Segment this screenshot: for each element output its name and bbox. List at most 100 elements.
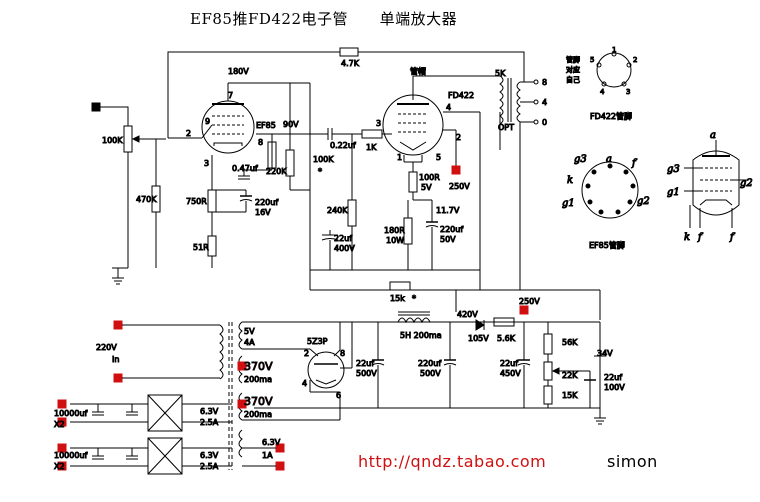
filter-network	[254, 305, 606, 425]
fd422-pinout-4: 4	[600, 88, 605, 96]
r-4.7k-label: 4.7K	[341, 59, 360, 68]
v370a-label: 370V	[244, 360, 273, 373]
c047-label: 0.47uf	[232, 164, 258, 173]
c22-500-label: 22uf	[356, 359, 374, 368]
v5t-label: 5V	[244, 327, 255, 336]
ef85-cathode-network	[207, 169, 272, 268]
heater-v-a: 6.3V	[200, 407, 219, 416]
v5-label: 5V	[421, 183, 432, 192]
schematic-title: EF85推FD422电子管 单端放大器	[190, 10, 458, 28]
ef85-pin9: 9	[205, 117, 210, 126]
c220-50-label: 220uf	[440, 225, 463, 234]
r22k-label: 22K	[562, 371, 578, 380]
r220k-label: 220K	[266, 167, 287, 176]
r180r-label: 180R	[384, 226, 405, 235]
heater-supply	[57, 394, 285, 475]
v220-label: 220V	[96, 343, 117, 352]
r240k-label: 240K	[327, 206, 348, 215]
fd422-pin3: 3	[376, 119, 381, 128]
ef85-tube	[168, 82, 291, 190]
x2-b: X2	[54, 462, 65, 471]
ef85-symbol	[684, 140, 748, 228]
heater-v-c: 6.3V	[262, 438, 281, 447]
opt-label: OPT	[498, 123, 514, 132]
rect-pin8: 8	[340, 349, 345, 358]
rect-pin2: 2	[304, 349, 309, 358]
heater-a-c: 1A	[262, 451, 273, 460]
fd422-pin4: 4	[446, 103, 451, 112]
v420-label: 420V	[457, 310, 478, 319]
x2-a: X2	[54, 420, 65, 429]
tube-cap-label: 管帽	[410, 66, 426, 76]
v180-label: 180V	[228, 67, 249, 76]
output-transformer	[480, 75, 539, 291]
r100k-label: 100K	[313, 155, 334, 164]
r1k-label: 1K	[366, 143, 377, 152]
rectifier-label: 5Z3P	[307, 337, 328, 346]
heater-v-b: 6.3V	[200, 451, 219, 460]
fd422-label: FD422	[448, 91, 474, 100]
ef85-pin-g3: g3	[574, 154, 587, 165]
w10-label: 10W	[386, 236, 404, 245]
opt-tap-4: 4	[542, 98, 547, 107]
rect-pin6: 6	[336, 391, 341, 400]
coupling	[272, 128, 392, 270]
opt-tap-0: 0	[542, 118, 547, 127]
r470k-label: 470K	[136, 195, 157, 204]
v450-label: 450V	[500, 369, 521, 378]
sym-pin-f1: f	[697, 232, 704, 243]
fd422-pinout	[596, 51, 632, 88]
c22-100-label: 22uf	[604, 373, 622, 382]
k5-label: 5K	[495, 69, 506, 78]
v34-label: 34V	[597, 349, 613, 358]
power-transformer	[113, 320, 341, 470]
pinout-note-3: 自己	[566, 75, 580, 84]
c22-450-label: 22uf	[500, 359, 518, 368]
sym-pin-a: a	[710, 130, 716, 141]
v370b-label: 370V	[244, 395, 273, 408]
fd422-pin1: 1	[397, 153, 402, 162]
sym-pin-f2: f	[729, 232, 736, 243]
pinout-note-2: 对应	[566, 65, 580, 74]
v16-label: 16V	[255, 208, 271, 217]
r750-label: 750R	[186, 197, 207, 206]
v500b-label: 500V	[420, 369, 441, 378]
r51-label: 51R	[193, 243, 209, 252]
fd422-pin2: 2	[456, 133, 461, 142]
v117-label: 11.7V	[436, 206, 460, 215]
rectifier-tube	[307, 321, 600, 393]
fd422-tube	[310, 75, 500, 290]
ef85-pin3: 3	[204, 159, 209, 168]
c022-label: 0.22uf	[330, 141, 356, 150]
v105-label: 105V	[468, 334, 489, 343]
input-section	[91, 102, 166, 285]
feedback-line	[167, 47, 525, 138]
ef85-pin-f: f	[631, 158, 638, 169]
v100-label: 100V	[604, 383, 625, 392]
r56k-label: 56K	[562, 338, 578, 347]
fd422-pinout-2: 2	[633, 56, 637, 64]
v250a-label: 250V	[449, 182, 470, 191]
ef85-pin7: 7	[228, 91, 233, 100]
ef85-pin-a: a	[606, 154, 612, 165]
ef85-pin-k: k	[567, 175, 573, 186]
ef85-pinout	[581, 161, 639, 219]
bplus-line	[310, 281, 601, 320]
r100k-in-label: 100K	[102, 136, 123, 145]
r15k-b-label: 15K	[562, 391, 578, 400]
fd422-pin5: 5	[436, 153, 441, 162]
ma200b-label: 200ma	[244, 410, 272, 419]
choke-label: 5H 200ma	[400, 331, 442, 340]
v250b-label: 250V	[519, 297, 540, 306]
star2-label: *	[412, 294, 416, 303]
ef85-pin2: 2	[186, 129, 191, 138]
opt-tap-8: 8	[542, 78, 547, 87]
v500-label: 500V	[356, 369, 377, 378]
footer-url[interactable]: http://qndz.tabao.com	[358, 452, 547, 471]
c22-400-label: 22uf	[334, 234, 352, 243]
fd422-pinout-1: 1	[612, 46, 616, 54]
c220-16-label: 220uf	[255, 198, 278, 207]
heater-a-b: 2.5A	[200, 462, 219, 471]
v50-label: 50V	[440, 235, 456, 244]
